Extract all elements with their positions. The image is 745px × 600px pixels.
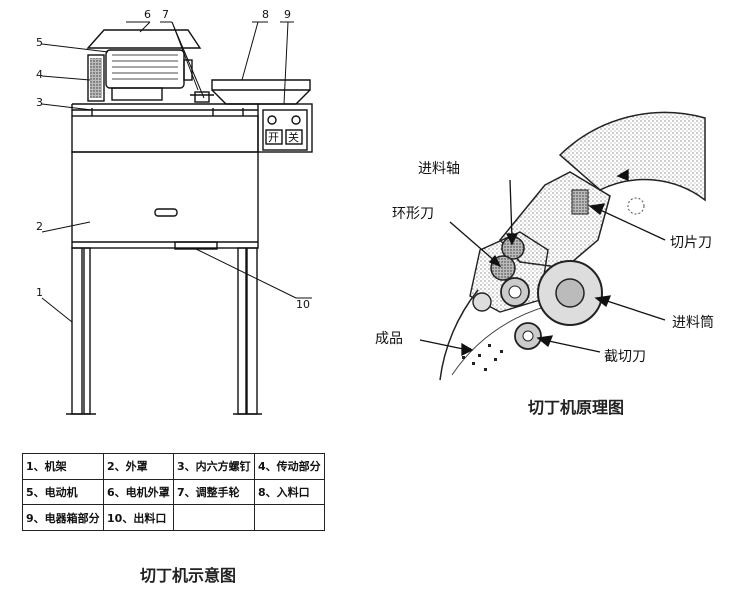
indicator-light-2 [291,115,301,125]
switch-on [265,129,283,145]
callout-arrows [419,168,666,357]
control-box [257,103,313,153]
motor-base [111,87,163,101]
part-number: 6 [144,8,151,21]
part-number: 7 [162,8,169,21]
indicator-light-1 [267,115,277,125]
legend-cell: 9、电器箱部分 [21,504,105,531]
parts-legend-table: 1、机架 2、外罩 3、内六方螺钉 4、传动部分 5、电动机 6、电机外罩 7、… [21,453,325,531]
part-number: 8 [262,8,269,21]
upper-frame [71,115,259,153]
motor [105,49,185,89]
part-number: 9 [284,8,291,21]
leader-lines [41,21,312,323]
part-number: 3 [36,96,43,109]
label-slice-knife: 切片刀 [670,235,712,251]
legend-cell [254,504,325,531]
principle-caption: 切丁机原理图 [528,398,625,417]
legend-cell: 3、内六方螺钉 [172,453,256,480]
frame-leg-left-inner [83,247,91,415]
schematic-caption: 切丁机示意图 [140,566,237,585]
part-number: 10 [296,298,310,311]
legend-cell: 7、调整手轮 [172,478,256,506]
legend-row: 9、电器箱部分 10、出料口 [21,504,325,531]
legend-cell: 8、入料口 [254,478,325,506]
part-numbers: 1 2 3 4 5 6 7 8 9 10 开 关 [36,8,310,311]
legend-cell: 10、出料口 [103,504,174,531]
part-number: 1 [36,286,43,299]
cover-handle [154,208,178,217]
part-number: 4 [36,68,43,81]
legend-cell: 4、传动部分 [254,453,325,480]
legend-cell [172,504,256,531]
part-number: 5 [36,36,43,49]
label-feed-shaft: 进料轴 [418,161,460,177]
label-ring-knife: 环形刀 [392,206,434,222]
part-number: 2 [36,220,43,233]
drum-ring [558,111,706,202]
slice-knife [571,189,589,215]
motor-cover [86,29,202,49]
legend-cell: 1、机架 [21,453,105,480]
switch-label: 开 [268,131,279,144]
label-feed-drum: 进料筒 [672,315,714,331]
machine-schematic [41,21,313,415]
switch-label: 关 [288,130,299,144]
frame-leg-right-inner [246,247,258,415]
inlet-hopper [211,79,311,91]
switch-off [285,129,303,145]
label-cross-knife: 截切刀 [604,349,646,365]
frame-leg-left [71,247,83,415]
legend-cell: 5、电动机 [21,478,105,506]
principle-diagram [419,111,706,381]
label-product: 成品 [375,331,403,347]
legend-row: 1、机架 2、外罩 3、内六方螺钉 4、传动部分 [21,453,325,480]
legend-cell: 6、电机外罩 [103,478,174,506]
transmission [87,54,105,102]
legend-cell: 2、外罩 [103,453,174,480]
legend-row: 5、电动机 6、电机外罩 7、调整手轮 8、入料口 [21,478,325,506]
cover-body [71,151,259,249]
